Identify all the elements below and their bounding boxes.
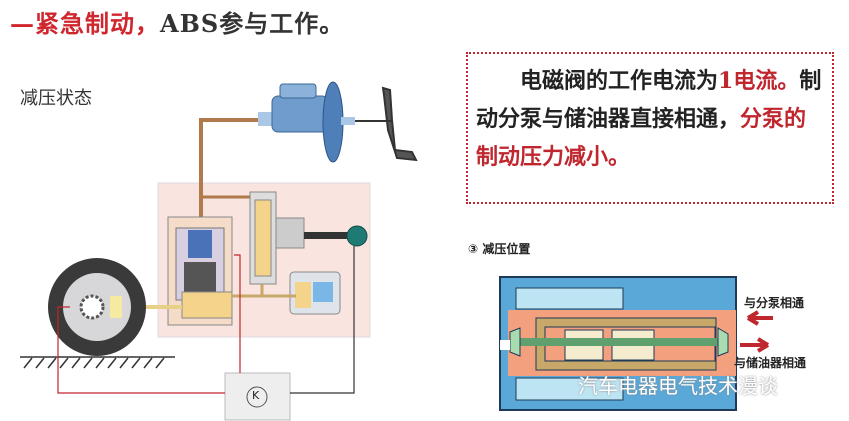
accumulator (289, 271, 341, 315)
ecu-box (224, 372, 291, 421)
ground (20, 356, 175, 369)
explanation-box: 电磁阀的工作电流为1电流。制动分泵与储油器直接相通，分泵的制动压力减小。 (466, 52, 834, 204)
sensor-wire (57, 306, 225, 394)
solenoid-valve (167, 216, 233, 326)
to-reservoir-label: 与储油器相通 (734, 356, 807, 370)
master-cylinder (258, 81, 355, 163)
state-label: 减压状态 (20, 88, 92, 109)
ecu-symbol: K (252, 389, 260, 402)
brake-pedal (355, 86, 418, 162)
valve-position-label: ③ 减压位置 (468, 242, 531, 256)
brake-line (199, 118, 258, 245)
valve-cross-section (499, 276, 773, 411)
return-pump (249, 191, 368, 285)
slide-title: —紧急制动，ABS参与工作。 (10, 9, 345, 38)
to-wheel-cylinder-label: 与分泵相通 (744, 296, 805, 310)
watermark: 汽车电器电气技术漫谈 (578, 374, 778, 398)
wheel (48, 258, 146, 356)
